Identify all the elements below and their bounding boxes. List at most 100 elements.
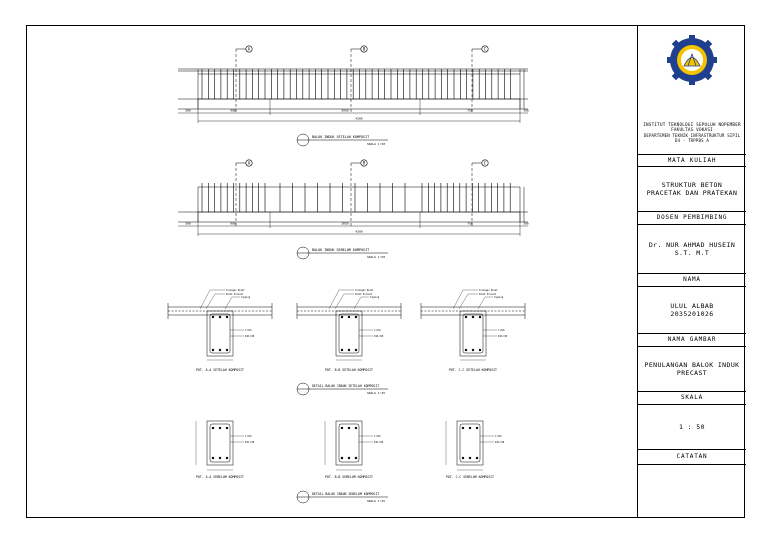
section-before — [195, 420, 244, 471]
mata-kuliah-line1: STRUKTUR BETON — [661, 181, 723, 189]
beam-after-composite — [178, 68, 528, 110]
institution-info: INSTITUT TEKNOLOGI SEPULUH NOPEMBER FAKU… — [638, 123, 746, 143]
catatan-label: CATATAN — [638, 449, 746, 465]
leader-label: Tulangan Pelat — [226, 289, 245, 292]
cut-label-a-top: A — [248, 47, 251, 52]
dims-bottom — [178, 212, 528, 236]
institution-name: INSTITUT TEKNOLOGI SEPULUH NOPEMBER — [643, 123, 741, 128]
mata-kuliah-value: STRUKTUR BETON PRACETAK DAN PRATEKAN — [638, 166, 746, 211]
section-cuts-top — [235, 48, 482, 112]
leader-label: 3 D16 — [245, 435, 252, 438]
dim-top-1: 900 — [230, 109, 236, 113]
department-name: DEPARTEMEN TEKNIK INFRASTRUKTUR SIPIL — [643, 133, 741, 138]
leader-label: 3 D16 — [374, 435, 381, 438]
nama-line1: ULUL ALBAB — [670, 302, 714, 310]
dim-bot-2: 2050 — [341, 222, 348, 226]
leader-label: Tulangan Pelat — [355, 289, 374, 292]
caption-detail-before: DETAIL BALOK INDUK SEBELUM KOMPOSIT — [312, 492, 379, 496]
section-before — [324, 420, 373, 471]
cut-label-b-top: B — [363, 47, 366, 52]
cut-label-c-top: C — [484, 47, 487, 52]
skala-value: 1 : 50 — [638, 404, 746, 449]
nama-gambar-label-text: NAMA GAMBAR — [667, 336, 717, 343]
cut-label-a-bot: A — [248, 161, 251, 166]
dosen-label: DOSEN PEMBIMBING — [638, 211, 746, 224]
section-after — [167, 289, 273, 361]
dim-top-4: 300 — [523, 109, 529, 113]
nama-label-text: NAMA — [683, 276, 701, 283]
nama-gambar-label: NAMA GAMBAR — [638, 333, 746, 346]
skala-label: SKALA — [638, 391, 746, 404]
cut-label-c-bot: C — [484, 161, 487, 166]
section-before — [445, 420, 494, 471]
sec-after-a-label: POT. A-A SETELAH KOMPOSIT — [196, 368, 244, 372]
title-block: INSTITUT TEKNOLOGI SEPULUH NOPEMBER FAKU… — [637, 25, 746, 518]
leader-label: Pelat Precast — [355, 293, 373, 296]
leader-label: Tulangan Pelat — [479, 289, 498, 292]
leader-label: 3 D16 — [374, 329, 381, 332]
caption-beam-before: BALOK INDUK SEBELUM KOMPOSIT — [312, 248, 369, 252]
mata-kuliah-label-text: MATA KULIAH — [667, 156, 717, 164]
leader-label: 3 D16 — [498, 329, 505, 332]
leader-label: Topping — [370, 296, 380, 299]
program-name: D4 - TRPPBS A — [675, 138, 709, 143]
dim-top-2: 2050 — [341, 109, 348, 113]
nama-line2: 2035201026 — [670, 310, 714, 318]
scale-detail-before: SKALA 1:25 — [367, 499, 385, 503]
leader-label: D10-150 — [374, 335, 384, 338]
mata-kuliah-line2: PRACETAK DAN PRATEKAN — [646, 189, 738, 197]
nama-gambar-value: PENULANGAN BALOK INDUK PRECAST — [638, 346, 746, 391]
skala-label-text: SKALA — [680, 394, 704, 401]
dim-top-3: 750 — [467, 109, 473, 113]
dim-bot-total: 4200 — [355, 230, 362, 234]
dosen-value: Dr. NUR AHMAD HUSEIN S.T. M.T — [638, 224, 746, 273]
dim-bot-1: 900 — [230, 222, 236, 226]
caption-detail-after: DETAIL BALOK INDUK SETELAH KOMPOSIT — [312, 384, 379, 388]
leader-label: Pelat Precast — [226, 293, 244, 296]
sec-after-b-label: POT. B-B SETELAH KOMPOSIT — [325, 368, 373, 372]
faculty-name: FAKULTAS VOKASI — [671, 128, 713, 133]
its-logo-icon — [667, 35, 717, 85]
beam-before-composite — [178, 183, 528, 223]
dim-bot-3: 750 — [467, 222, 473, 226]
cut-label-b-bot: B — [363, 161, 366, 166]
nama-gambar-line2: PRECAST — [676, 369, 708, 377]
leader-label: D10-150 — [495, 441, 505, 444]
dim-top-total: 4200 — [355, 117, 362, 121]
sec-after-c-label: POT. C-C SETELAH KOMPOSIT — [449, 368, 497, 372]
leader-label: D10-150 — [245, 335, 255, 338]
leader-label: Pelat Precast — [479, 293, 497, 296]
leader-label: D10-150 — [374, 441, 384, 444]
leader-label: 3 D16 — [245, 329, 252, 332]
dosen-line2: S.T. M.T — [674, 249, 710, 257]
section-after — [296, 289, 402, 361]
nama-label: NAMA — [638, 273, 746, 286]
catatan-label-text: CATATAN — [676, 453, 708, 460]
sec-before-a-label: POT. A-A SEBELUM KOMPOSIT — [196, 475, 244, 479]
dim-top-0: 300 — [185, 109, 191, 113]
dim-bot-0: 300 — [185, 222, 191, 226]
dosen-line1: Dr. NUR AHMAD HUSEIN — [648, 241, 736, 249]
dims-top — [178, 99, 528, 123]
sec-before-c-label: POT. C-C SEBELUM KOMPOSIT — [446, 475, 494, 479]
dosen-label-text: DOSEN PEMBIMBING — [656, 214, 728, 221]
leader-label: Topping — [241, 296, 251, 299]
sheet-border — [26, 25, 745, 518]
nama-value: ULUL ALBAB 2035201026 — [638, 286, 746, 333]
mata-kuliah-label: MATA KULIAH — [638, 154, 746, 166]
nama-gambar-line1: PENULANGAN BALOK INDUK — [644, 361, 740, 369]
scale-detail-after: SKALA 1:25 — [367, 391, 385, 395]
caption-beam-after: BALOK INDUK SETELAH KOMPOSIT — [312, 135, 369, 139]
section-cuts-bottom — [235, 162, 482, 226]
dim-bot-4: 300 — [523, 222, 529, 226]
scale-beam-before: SKALA 1:50 — [367, 255, 385, 259]
sec-before-b-label: POT. B-B SEBELUM KOMPOSIT — [325, 475, 373, 479]
skala-value-text: 1 : 50 — [679, 423, 705, 431]
leader-label: Topping — [494, 296, 504, 299]
scale-beam-after: SKALA 1:50 — [367, 142, 385, 146]
section-after — [420, 289, 526, 361]
